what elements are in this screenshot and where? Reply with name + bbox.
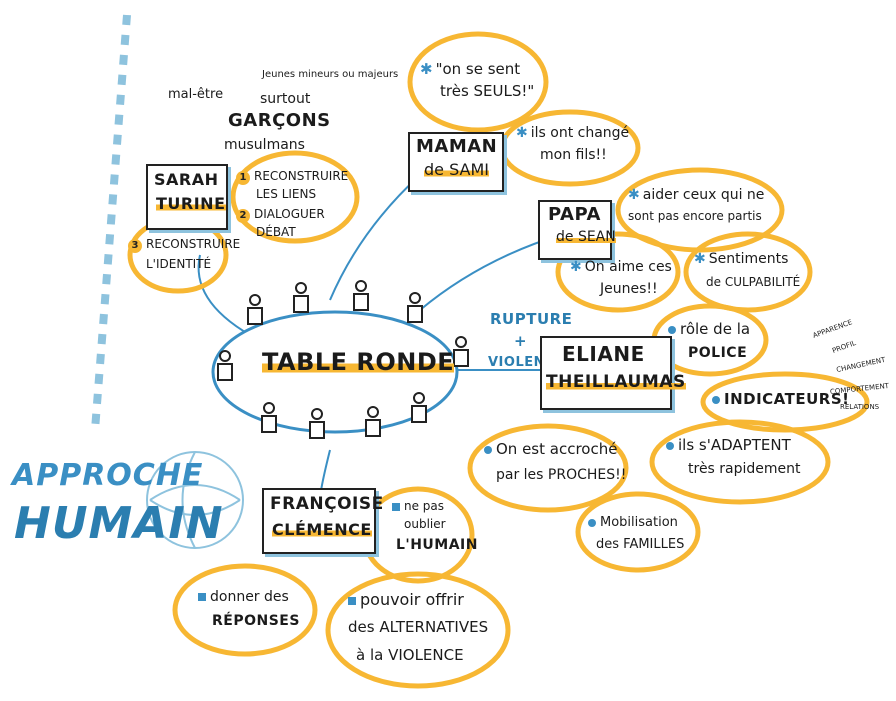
francoise-note2-line1-text: donner des [210,589,289,605]
papa-note2-line1: ✱On aime ces [570,260,672,275]
sarah-point-3: 3 RECONSTRUIRE [128,238,240,253]
papa-note3-line1-text: Sentiments [708,251,789,267]
sarah-point-1-line2: LES LIENS [256,187,317,201]
number-badge: 2 [236,209,250,223]
bullet-icon [198,593,206,601]
bullet-icon [588,518,596,527]
star-icon: ✱ [694,251,706,267]
sarah-note-malaise: mal-être [168,87,224,102]
francoise-note3-line2: des ALTERNATIVES [348,618,489,636]
bullet-icon [668,325,676,334]
sarah-note-jeunes: Jeunes mineurs ou majeurs [262,69,399,80]
francoise-note3-line1: pouvoir offrir [348,590,464,609]
title-line2: HUMAIN [14,498,224,549]
maman-name-line2-text: de SAMI [424,160,490,179]
sarah-note-surtout: surtout [260,91,311,107]
eliane-adapt-line2: très rapidement [688,461,801,477]
papa-note2-line2: Jeunes!! [600,281,658,297]
sarah-name-line2: TURINE [156,194,226,213]
francoise-name-line2-text: CLÉMENCE [272,520,372,539]
center-label-text: TABLE RONDE [262,348,455,376]
papa-name-line2-text: de SEAN [556,229,616,245]
bullet-icon [712,395,720,404]
sarah-note-musulmans: musulmans [224,137,305,153]
sarah-point-2: 2 DIALOGUER [236,208,325,223]
eliane-name-line2: THEILLAUMAS [546,372,686,392]
sarah-point-1: 1 RECONSTRUIRE [236,170,348,185]
star-icon: ✱ [628,187,640,203]
francoise-note2-line2: RÉPONSES [212,613,300,629]
star-icon: ✱ [516,125,528,141]
number-badge: 3 [128,239,142,253]
star-icon: ✱ [570,259,582,275]
bullet-icon [392,502,400,511]
number-badge: 1 [236,171,250,185]
papa-note3-line1: ✱Sentiments [694,252,788,267]
eliane-name-line2-text: THEILLAUMAS [546,372,686,392]
sarah-point-3-line1: RECONSTRUIRE [146,237,241,251]
eliane-indicateurs-text: INDICATEURS! [724,390,850,408]
rupture-line2: + [514,332,528,350]
sarah-note-garcons: GARÇONS [228,110,331,131]
bullet-icon [666,441,674,450]
sarah-name-line1: SARAH [154,170,219,189]
globe-sketch [146,451,244,549]
maman-quote2-line1: ✱ils ont changé [516,126,629,141]
maman-quote1-line1-text: "on se sent [435,60,521,78]
chairs [217,280,469,439]
eliane-accroche-line2: par les PROCHES!! [496,467,627,483]
eliane-adapt-line1: ils s'ADAPTENT [666,436,791,454]
francoise-note3-line1-text: pouvoir offrir [360,590,464,609]
francoise-note1-line2: oublier [404,517,446,531]
papa-note1-line1-text: aider ceux qui ne [642,187,765,203]
papa-name-line2: de SEAN [556,229,616,245]
eliane-indicateurs: INDICATEURS! [712,390,850,408]
francoise-name-line2: CLÉMENCE [272,520,372,539]
francoise-note1-line1: ne pas [392,500,444,513]
bullet-icon [484,445,492,454]
eliane-mobil-line1: Mobilisation [588,516,678,530]
sarah-point-2-line1: DIALOGUER [254,207,325,221]
eliane-adapt-line1-text: ils s'ADAPTENT [678,436,791,454]
maman-quote2-line2: mon fils!! [540,147,607,163]
papa-note1-line1: ✱aider ceux qui ne [628,188,764,203]
francoise-note3-line3: à la VIOLENCE [356,646,464,664]
francoise-name-line1: FRANÇOISE [270,494,384,514]
maman-name-line1: MAMAN [416,136,498,157]
eliane-mobil-line2: des FAMILLES [596,537,685,552]
maman-quote1-line2: très SEULS!" [440,82,535,100]
center-label: TABLE RONDE [262,348,455,376]
dashed-bar [91,14,131,431]
eliane-role-line1-text: rôle de la [680,320,751,338]
papa-note2-line1-text: On aime ces [584,259,672,275]
papa-note3-line2: de CULPABILITÉ [706,275,801,289]
bubbles [127,31,870,689]
eliane-name-line1: ELIANE [562,342,645,366]
sarah-point-3-line2: L'IDENTITÉ [146,257,212,271]
rupture-line1: RUPTURE [490,310,573,328]
sarah-name-line2-text: TURINE [156,194,226,213]
indicator-item: RELATIONS [840,403,880,411]
francoise-note2-line1: donner des [198,590,289,605]
eliane-role-line2: POLICE [688,345,748,361]
title-line1: APPROCHE [12,458,204,493]
sarah-point-1-line1: RECONSTRUIRE [254,169,349,183]
maman-quote1-line1: ✱"on se sent [420,60,521,78]
eliane-accroche-line1: On est accroché [484,440,618,458]
eliane-mobil-line1-text: Mobilisation [600,515,678,530]
bullet-icon [348,596,356,605]
papa-name-line1: PAPA [548,204,601,225]
sarah-point-2-line2: DÉBAT [256,225,296,239]
francoise-note1-line1-text: ne pas [404,499,445,513]
maman-quote2-line1-text: ils ont changé [530,125,630,141]
star-icon: ✱ [420,60,433,78]
eliane-role-line1: rôle de la [668,320,751,338]
maman-name-line2: de SAMI [424,160,490,179]
francoise-note1-line3: l'HUMAIN [396,537,478,553]
papa-note1-line2: sont pas encore partis [628,209,762,223]
eliane-accroche-line1-text: On est accroché [496,440,618,458]
